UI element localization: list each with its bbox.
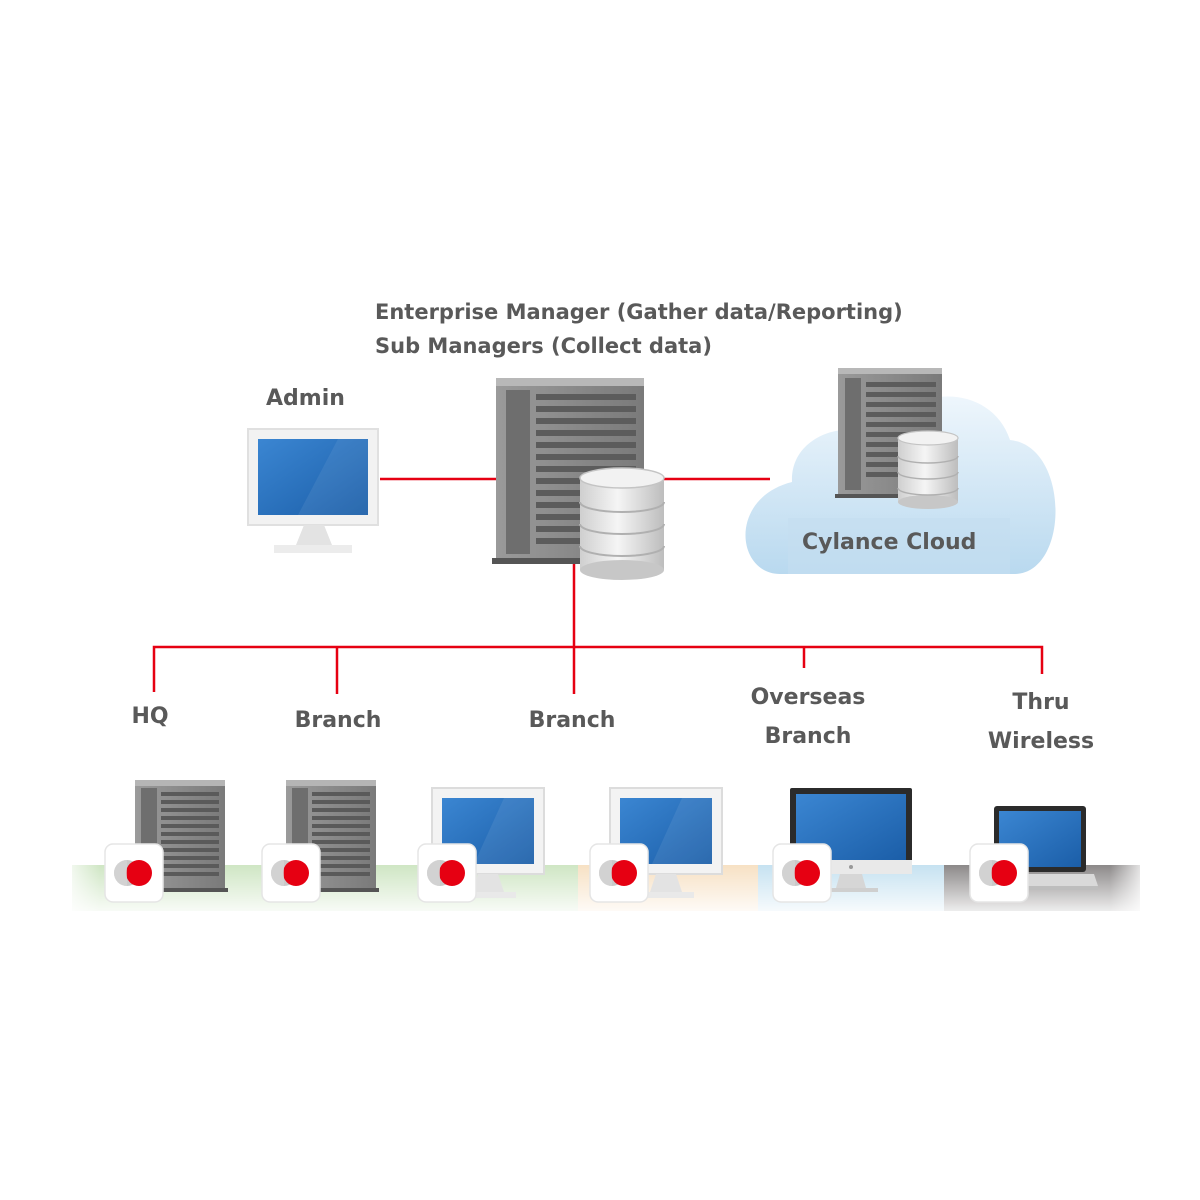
agent-badge-icon <box>104 843 164 903</box>
overseas-branch-line2: Branch <box>764 724 852 749</box>
sub-managers-label: Sub Managers (Collect data) <box>375 334 712 358</box>
overseas-branch-line1: Overseas <box>750 685 866 710</box>
enterprise-manager-label: Enterprise Manager (Gather data/Reportin… <box>375 300 903 324</box>
branch-label-2: Branch <box>528 708 616 733</box>
agent-badge-icon <box>772 843 832 903</box>
agent-badge-icon <box>969 843 1029 903</box>
cylance-cloud-label: Cylance Cloud <box>802 530 977 555</box>
agent-badge-icon <box>417 843 477 903</box>
admin-monitor-icon <box>247 428 379 553</box>
hq-label: HQ <box>131 704 169 729</box>
thru-wireless-line2: Wireless <box>987 729 1095 754</box>
connector-lines <box>152 477 1044 694</box>
agent-badge-icon <box>261 843 321 903</box>
branch-label: Branch <box>294 708 382 733</box>
thru-wireless-line1: Thru <box>1012 690 1070 715</box>
thru-wireless-label: Thru Wireless <box>988 683 1094 761</box>
database-icon <box>579 467 665 580</box>
overseas-branch-label: Overseas Branch <box>751 678 866 756</box>
admin-label: Admin <box>266 386 345 411</box>
cloud-database-icon <box>897 430 959 509</box>
agent-badge-icon <box>589 843 649 903</box>
